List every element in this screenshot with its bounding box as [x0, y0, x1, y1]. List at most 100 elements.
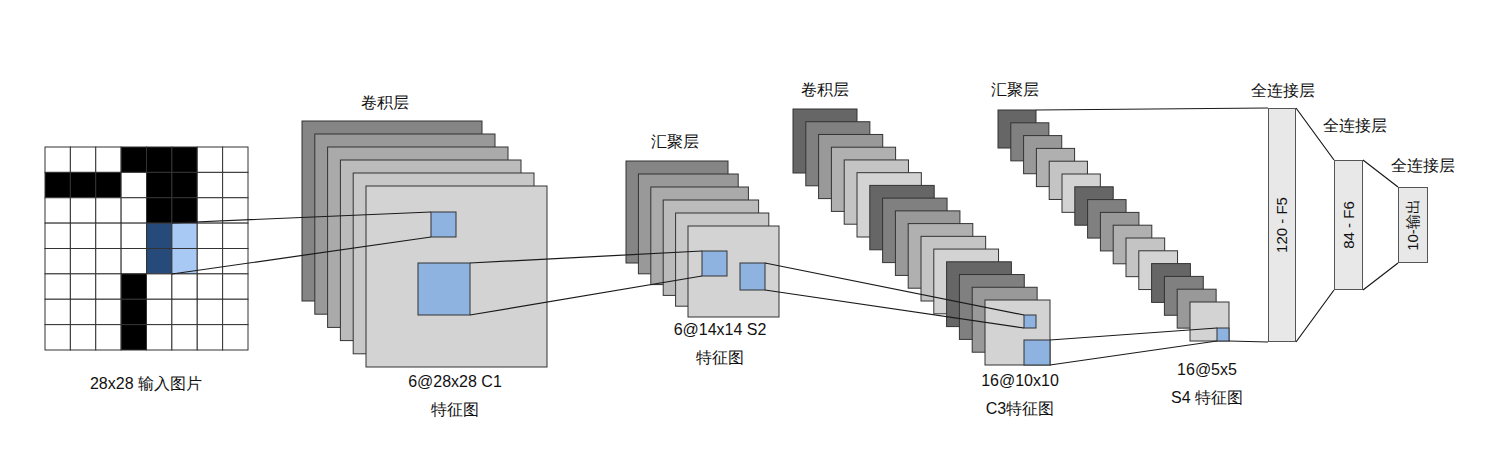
pixel-cell	[172, 274, 197, 299]
pixel-cell	[96, 198, 121, 223]
pixel-cell	[147, 172, 172, 197]
feature-map	[985, 300, 1050, 365]
layer-heading: 全连接层	[1321, 116, 1389, 136]
pixel-cell	[172, 172, 197, 197]
pixel-cell	[147, 299, 172, 324]
pixel-cell	[45, 274, 70, 299]
receptive-field	[1217, 328, 1229, 341]
pixel-cell	[197, 223, 222, 248]
feature-caption: 6@14x14 S2特征图	[670, 316, 770, 372]
pixel-cell	[121, 299, 146, 324]
layer-heading: 卷积层	[359, 93, 411, 113]
pixel-cell	[70, 147, 95, 172]
layer-size-label: 84 - F6	[1340, 201, 1358, 249]
pixel-cell	[121, 325, 146, 350]
feature-caption: 28x28 输入图片	[36, 370, 256, 398]
pixel-cell	[70, 325, 95, 350]
pixel-cell	[96, 274, 121, 299]
receptive-field	[702, 251, 727, 276]
feature-map-stack	[626, 161, 779, 317]
pixel-cell	[223, 147, 248, 172]
pixel-cell	[121, 249, 146, 274]
pixel-cell	[45, 249, 70, 274]
feature-map	[688, 226, 779, 317]
feature-map-stack	[998, 110, 1229, 341]
feature-map	[1190, 302, 1229, 341]
pixel-cell	[172, 249, 197, 274]
pixel-cell	[121, 274, 146, 299]
pixel-cell	[223, 299, 248, 324]
pixel-cell	[70, 274, 95, 299]
pixel-cell	[223, 249, 248, 274]
layer-heading: 卷积层	[799, 80, 851, 100]
pixel-cell	[96, 147, 121, 172]
pixel-cell	[96, 223, 121, 248]
pixel-cell	[121, 223, 146, 248]
projection-lines	[1296, 108, 1334, 342]
pixel-cell	[147, 147, 172, 172]
pixel-cell	[147, 198, 172, 223]
pixel-cell	[70, 249, 95, 274]
feature-map-block: 卷积层16@10x10 C3特征图	[793, 109, 1050, 365]
pixel-cell	[147, 249, 172, 274]
pixel-cell	[121, 198, 146, 223]
pixel-cell	[223, 172, 248, 197]
projection-lines	[765, 263, 1024, 328]
pixel-cell	[45, 223, 70, 248]
pixel-cell	[223, 223, 248, 248]
fully-connected-box: 全连接层84 - F6	[1334, 160, 1363, 290]
pixel-cell	[197, 198, 222, 223]
feature-map-block: 汇聚层6@14x14 S2特征图	[626, 161, 779, 315]
pixel-cell	[223, 274, 248, 299]
feature-map-block: 汇聚层16@5x5 S4 特征图	[998, 110, 1229, 341]
layer-size-label: 120 - F5	[1273, 197, 1291, 253]
feature-caption: 16@10x10 C3特征图	[974, 367, 1066, 423]
pixel-cell	[172, 325, 197, 350]
pixel-cell	[147, 223, 172, 248]
input-grid	[45, 147, 248, 350]
pixel-cell	[172, 147, 197, 172]
pixel-cell	[197, 274, 222, 299]
layer-heading: 全连接层	[1389, 156, 1457, 176]
projection-lines	[172, 212, 431, 274]
pixel-cell	[147, 325, 172, 350]
pixel-cell	[223, 325, 248, 350]
feature-map-stack	[302, 121, 547, 367]
layer-heading: 汇聚层	[649, 132, 701, 152]
input-image: 28x28 输入图片	[45, 147, 248, 353]
pixel-cell	[172, 223, 197, 248]
feature-caption: 16@5x5 S4 特征图	[1168, 356, 1246, 412]
pixel-cell	[223, 198, 248, 223]
pixel-cell	[70, 172, 95, 197]
pixel-cell	[70, 198, 95, 223]
pixel-cell	[45, 172, 70, 197]
pixel-cell	[197, 147, 222, 172]
pixel-cell	[121, 147, 146, 172]
pixel-cell	[45, 147, 70, 172]
pixel-cell	[96, 249, 121, 274]
receptive-field	[418, 263, 470, 315]
fully-connected-box: 全连接层10-输出	[1398, 187, 1428, 263]
pixel-cell	[197, 325, 222, 350]
pixel-cell	[45, 198, 70, 223]
pixel-cell	[70, 299, 95, 324]
feature-caption: 6@28x28 C1特征图	[407, 368, 503, 424]
pixel-cell	[45, 325, 70, 350]
projection-lines	[1036, 108, 1268, 342]
projection-lines	[1363, 160, 1398, 290]
layer-size-label: 10-输出	[1404, 199, 1422, 251]
projection-lines	[470, 251, 702, 315]
receptive-field	[1024, 340, 1050, 365]
pixel-cell	[121, 172, 146, 197]
projection-lines	[1050, 328, 1217, 365]
pixel-cell	[96, 299, 121, 324]
layer-heading: 全连接层	[1249, 81, 1317, 101]
pixel-cell	[147, 274, 172, 299]
layer-heading: 汇聚层	[989, 80, 1041, 100]
pixel-cell	[96, 325, 121, 350]
feature-map-block: 卷积层6@28x28 C1特征图	[302, 121, 547, 366]
pixel-cell	[70, 223, 95, 248]
pixel-cell	[96, 172, 121, 197]
receptive-field	[1024, 315, 1036, 328]
